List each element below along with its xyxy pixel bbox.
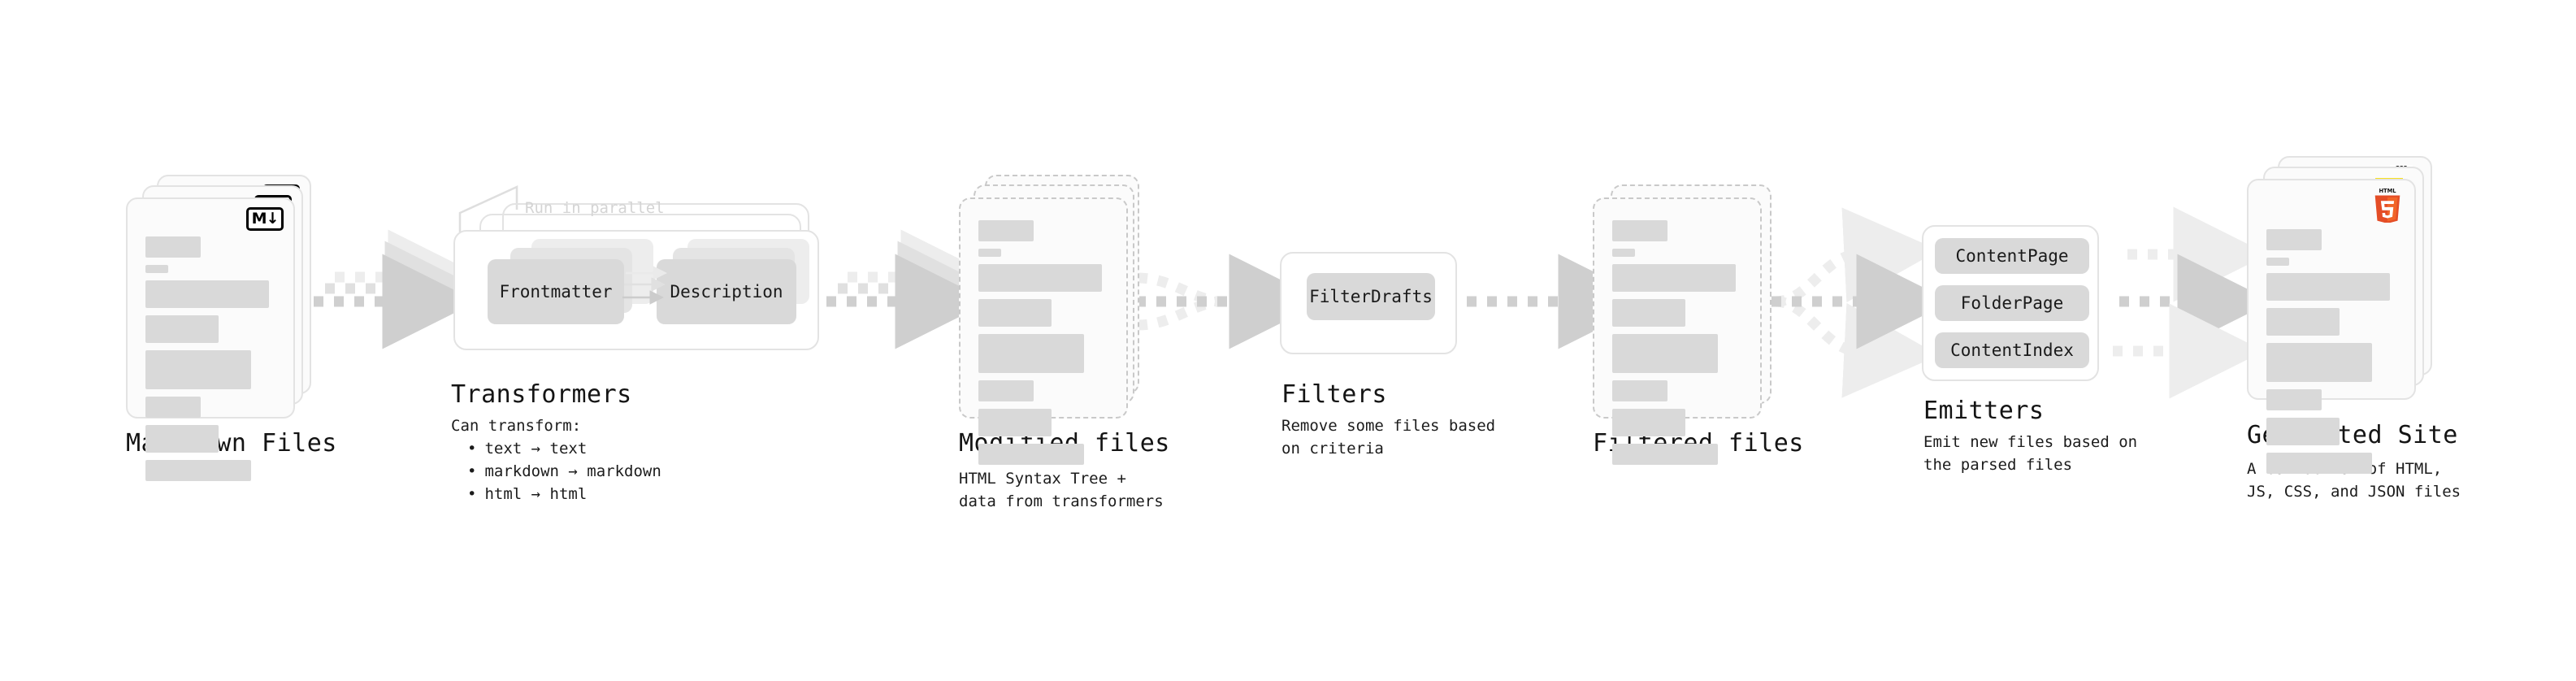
transformer-chip-description[interactable]: Description — [657, 259, 796, 324]
doc-card-front: M↓ — [126, 197, 295, 481]
doc-card-front: HTML — [2247, 179, 2416, 474]
emitter-chip-folderpage[interactable]: FolderPage — [1935, 285, 2089, 321]
stage-title-emitters: Emitters — [1923, 397, 2045, 425]
doc-bar — [1612, 249, 1635, 257]
emitter-chip-contentpage[interactable]: ContentPage — [1935, 238, 2089, 274]
doc-bar — [1612, 444, 1718, 465]
doc-bar — [2266, 258, 2289, 266]
markdown-icon-label: M — [251, 210, 267, 228]
doc-bar — [145, 397, 201, 418]
doc-bar — [2266, 308, 2340, 336]
html5-icon: HTML — [2372, 187, 2403, 226]
doc-bar — [2266, 418, 2340, 445]
stage-markdown-files: M↓ M↓ M↓ — [126, 175, 313, 481]
doc-bar — [978, 299, 1052, 327]
doc-bar — [1612, 299, 1685, 327]
stage-title-filters: Filters — [1281, 380, 1387, 409]
filter-chip-filterdrafts[interactable]: FilterDrafts — [1307, 273, 1435, 320]
doc-bar — [145, 460, 251, 481]
doc-card-front — [1593, 197, 1762, 465]
connector-modified-to-filters — [1136, 254, 1325, 349]
transformers-bullets: text → text markdown → markdown html → h… — [451, 437, 776, 505]
doc-bar — [1612, 220, 1667, 241]
stage-generated-site: CSS HTML — [2247, 156, 2442, 474]
doc-bar — [978, 444, 1084, 465]
transformer-chip-frontmatter[interactable]: Frontmatter — [488, 259, 624, 324]
transformer-inner-arrows — [622, 266, 667, 305]
doc-placeholder-bars — [145, 236, 280, 488]
emitters-box: ContentPage FolderPage ContentIndex — [1922, 225, 2099, 381]
html5-icon-label: HTML — [2379, 188, 2396, 194]
doc-bar — [1612, 264, 1736, 292]
connector-transformers-to-modified — [826, 229, 996, 349]
filters-subtitle: Remove some files based on criteria — [1281, 417, 1496, 458]
doc-bar — [2266, 273, 2390, 301]
stage-emitters: ContentPage FolderPage ContentIndex — [1922, 225, 2109, 384]
stage-filtered-files — [1593, 175, 1780, 465]
doc-placeholder-bars — [1612, 220, 1747, 472]
doc-bar — [978, 264, 1102, 292]
doc-bar — [978, 334, 1084, 373]
transformers-bullet-item: markdown → markdown — [467, 460, 776, 483]
emitter-chip-contentindex[interactable]: ContentIndex — [1935, 332, 2089, 368]
transformers-bullet-item: html → html — [467, 483, 776, 505]
transformers-subtitle: Can transform: — [451, 417, 582, 435]
html5-icon-svg: HTML — [2374, 188, 2400, 223]
doc-bar — [1612, 380, 1667, 401]
stage-filters: FilterDrafts — [1280, 252, 1459, 354]
transformers-parallel-annotation: Run in parallel — [525, 199, 665, 217]
doc-bar — [145, 236, 201, 258]
doc-bar — [2266, 229, 2322, 250]
doc-bar — [2266, 343, 2372, 382]
doc-card-front — [959, 197, 1128, 465]
emitters-subtitle: Emit new files based on the parsed files — [1923, 433, 2138, 474]
stage-modified-files — [959, 175, 1146, 465]
doc-placeholder-bars — [978, 220, 1113, 472]
doc-placeholder-bars — [2266, 229, 2401, 481]
doc-bar — [145, 280, 269, 308]
doc-bar — [2266, 389, 2322, 410]
markdown-icon: M↓ — [246, 207, 284, 231]
transformers-bullet-item: text → text — [467, 437, 776, 460]
doc-bar — [1612, 409, 1685, 436]
doc-bar — [2266, 453, 2372, 474]
doc-bar — [145, 315, 219, 343]
doc-bar — [978, 249, 1001, 257]
doc-bar — [145, 350, 251, 389]
connector-emitters-to-site — [2113, 206, 2273, 399]
doc-bar — [978, 409, 1052, 436]
stage-title-transformers: Transformers — [451, 380, 632, 409]
connector-md-to-transformers — [314, 229, 484, 349]
doc-bar — [145, 265, 168, 273]
doc-bar — [145, 425, 219, 453]
modified-files-subtitle: HTML Syntax Tree + data from transformer… — [959, 470, 1164, 510]
stage-transformers: Frontmatter Description — [447, 203, 821, 358]
connector-filtered-to-emitters — [1772, 207, 1952, 398]
doc-bar — [1612, 334, 1718, 373]
filters-box: FilterDrafts — [1280, 252, 1457, 354]
doc-bar — [978, 220, 1034, 241]
doc-bar — [978, 380, 1034, 401]
